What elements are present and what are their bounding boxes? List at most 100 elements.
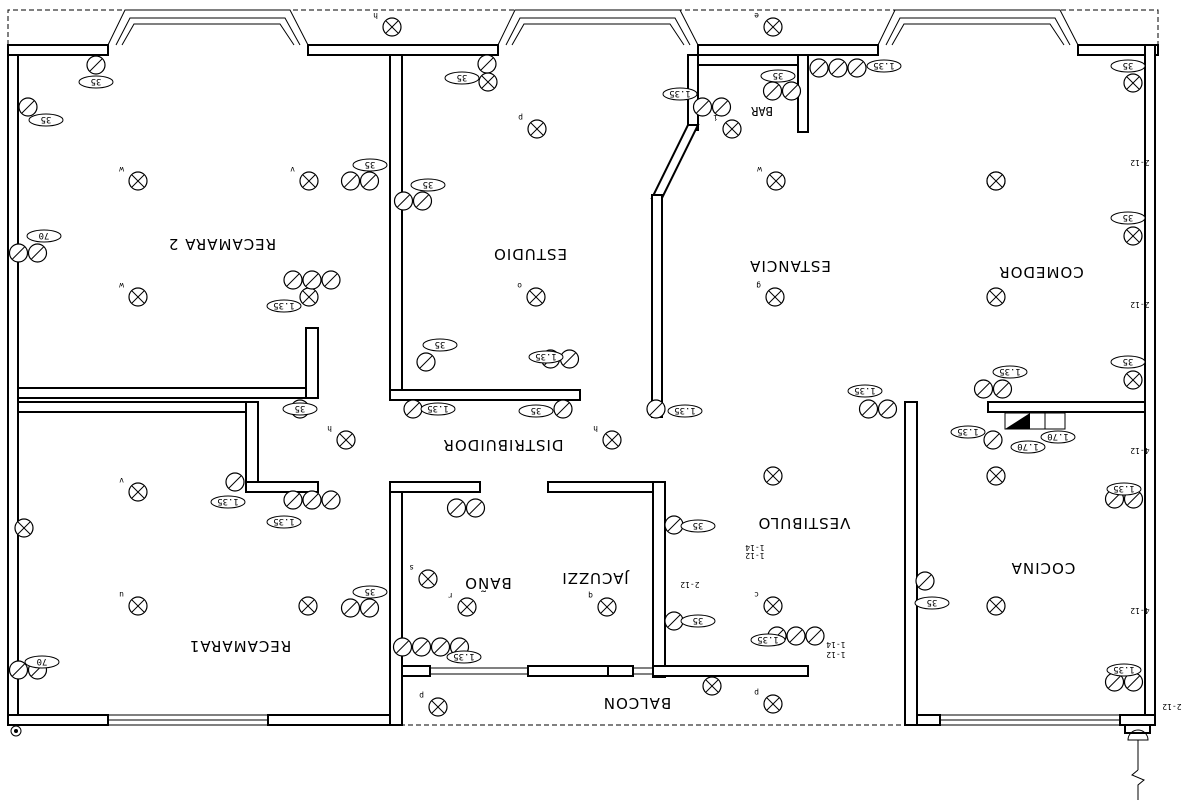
circuit-letter: v: [290, 165, 295, 174]
svg-text:35: 35: [693, 520, 704, 530]
light-fixture-icon: h: [593, 424, 622, 450]
svg-text:35: 35: [457, 72, 468, 82]
circuit-letter: h: [593, 424, 598, 433]
circuit-letter: p: [754, 688, 759, 697]
svg-text:1.35: 1.35: [453, 651, 475, 661]
outlet-icon: 35: [518, 399, 573, 419]
circuit-letter: p: [518, 113, 523, 122]
circuit-letter: i: [713, 113, 718, 122]
outlet-icon: 70: [8, 655, 60, 680]
outlet-icon: 1.35: [1104, 482, 1144, 509]
room-label-estancia: ESTANCIA: [749, 257, 831, 275]
svg-text:1.35: 1.35: [873, 60, 895, 70]
outlet-icon: 1.35: [392, 637, 482, 664]
outlet-icon: 35: [1110, 211, 1146, 225]
outlet-height-tag: 1.35: [992, 365, 1028, 379]
light-fixture-icon: h: [327, 424, 356, 450]
light-fixture-icon: w: [119, 281, 148, 307]
circuit-letter: g: [756, 281, 761, 290]
svg-text:35: 35: [1123, 212, 1134, 222]
outlet-height-tag: 1.70: [1010, 440, 1046, 454]
light-fixture-icon: [986, 466, 1006, 486]
outlet-height-tag: 35: [760, 69, 796, 83]
electric-meter-icon: [10, 725, 22, 737]
room-label-recamara1: RECAMARA1: [189, 637, 291, 655]
outlet-height-tag: 35: [422, 338, 458, 352]
outlet-height-tag: 1.35: [266, 299, 302, 313]
outlet-icon: 35: [18, 97, 64, 127]
note-4-12: 4-12: [1130, 606, 1149, 615]
outlet-icon: 1.35: [210, 472, 246, 509]
light-fixture-icon: [986, 287, 1006, 307]
svg-text:35: 35: [41, 114, 52, 124]
note-1-14: 1-14: [745, 543, 764, 552]
outlet-icon: 35: [760, 69, 802, 101]
light-fixture-icon: w: [119, 165, 148, 191]
light-fixture-icon: [1123, 370, 1143, 390]
outlet-icon: 35: [914, 571, 950, 610]
outlet-height-tag: 70: [26, 229, 62, 243]
svg-text:1.35: 1.35: [674, 405, 696, 415]
svg-text:1.35: 1.35: [957, 426, 979, 436]
light-fixture-icon: c: [754, 590, 783, 616]
outlet-height-tag: 1.35: [667, 404, 703, 418]
svg-text:35: 35: [91, 76, 102, 86]
outlet-icon: 1.35: [662, 87, 732, 117]
circuit-letter: q: [588, 591, 593, 600]
outlet-height-tag: 1.35: [866, 59, 902, 73]
circuit-letter: h: [373, 11, 378, 20]
outlet-height-tag: 35: [352, 158, 388, 172]
circuit-letter: p: [419, 691, 424, 700]
svg-text:35: 35: [773, 70, 784, 80]
outlet-height-tag: 35: [28, 113, 64, 127]
note-4-12: 4-12: [1130, 446, 1149, 455]
outlet-icon: 35: [393, 178, 446, 211]
outlet-height-tag: 35: [518, 404, 554, 418]
light-fixture-icon: p: [754, 688, 783, 714]
circuit-letter: w: [119, 281, 124, 290]
room-label-distribuidor: DISTRIBUIDOR: [443, 436, 564, 454]
svg-text:1.35: 1.35: [1113, 664, 1135, 674]
light-fixture-icon: [298, 596, 318, 616]
light-fixture-icon: u: [119, 590, 148, 616]
svg-text:35: 35: [423, 179, 434, 189]
outlet-icon: 35: [340, 158, 388, 191]
outlet-icon: 1.35: [973, 365, 1028, 399]
svg-text:35: 35: [927, 597, 938, 607]
interior-walls: [17, 54, 1146, 726]
outlet-height-tag: 1.35: [266, 515, 302, 529]
svg-text:1.70: 1.70: [1047, 431, 1069, 441]
light-fixture-icon: [986, 596, 1006, 616]
svg-text:35: 35: [365, 586, 376, 596]
svg-text:35: 35: [435, 339, 446, 349]
outlet-tags: 35 35 35 35 35 70 1.35 35 1.35 1.35 35 35 1.35 1.35 1.…: [8, 54, 1146, 692]
outlet-height-tag: 1.35: [750, 633, 786, 647]
light-fixture-icon: r: [448, 591, 477, 617]
outlet-height-tag: 1.35: [210, 495, 246, 509]
outlet-icon: 1.35: [1104, 663, 1144, 692]
light-fixture-icon: [702, 676, 722, 696]
note-2-12: 2-12: [1162, 702, 1181, 711]
circuit-letter: u: [119, 590, 124, 599]
svg-text:1.35: 1.35: [217, 496, 239, 506]
room-labels: RECAMARA 2 ESTUDIO ESTANCIA COMEDOR DIST…: [168, 104, 1084, 712]
svg-text:70: 70: [37, 656, 48, 666]
outlet-height-tag: 1.35: [528, 350, 564, 364]
main-entrance: [1124, 724, 1151, 800]
svg-text:1.35: 1.35: [669, 88, 691, 98]
exterior-walls: [7, 9, 1159, 726]
outlet-height-tag: 1.35: [1106, 663, 1142, 677]
svg-text:1.35: 1.35: [535, 351, 557, 361]
outlet-height-tag: 35: [444, 71, 480, 85]
light-fixture-icon: g: [756, 281, 785, 307]
light-fixture-icon: p: [419, 691, 448, 717]
light-fixture-icon: [1123, 226, 1143, 246]
light-fixture-icon: i: [713, 113, 742, 139]
svg-text:35: 35: [365, 159, 376, 169]
note-2-12: 2-12: [680, 580, 699, 589]
outlet-icon: 35: [78, 55, 114, 89]
outlet-height-tag: 1.35: [1106, 482, 1142, 496]
note-1-14: 1-14: [826, 640, 845, 649]
